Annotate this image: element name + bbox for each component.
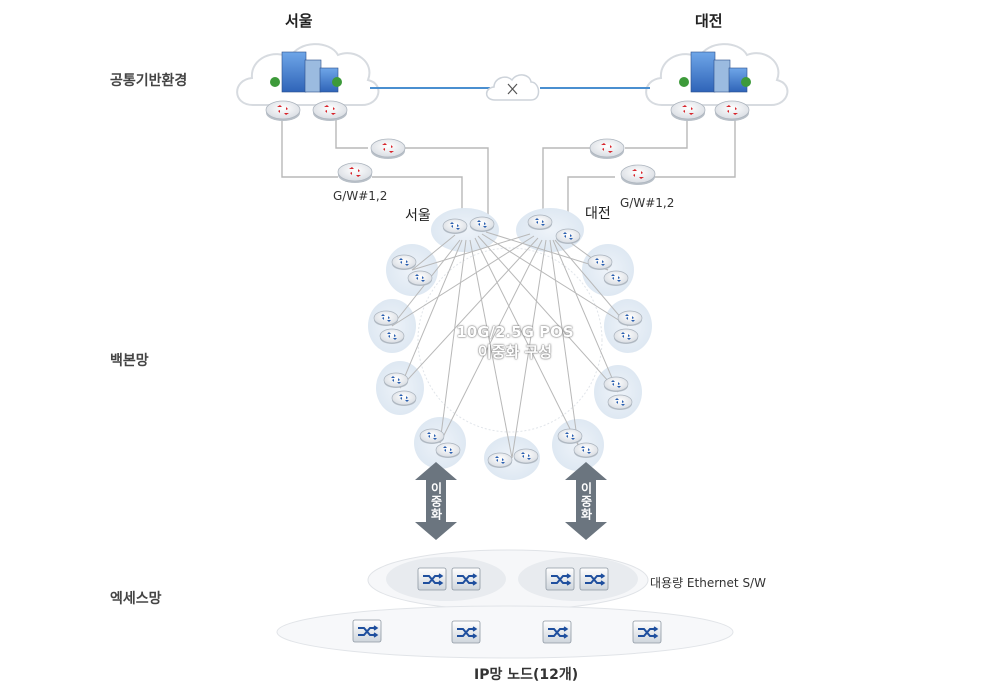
gateway-cabling: [281, 115, 736, 230]
redundancy-arrow-left: [415, 462, 457, 540]
top-city-daejeon: 대전: [695, 12, 723, 30]
router-icon: [573, 442, 599, 458]
redundancy-label-right: 이중화: [579, 482, 593, 521]
backbone-redundancy-spec: 이중화 구성: [477, 343, 553, 361]
switch-icon: [417, 567, 447, 591]
gateway-router-icon: [337, 162, 373, 184]
router-icon: [407, 270, 433, 286]
router-icon: [469, 216, 495, 232]
top-city-seoul: 서울: [285, 12, 313, 30]
router-icon: [391, 390, 417, 406]
ip-nodes-label: IP망 노드(12개): [474, 667, 579, 683]
ip-node-zone: [276, 605, 734, 659]
switch-icon: [579, 567, 609, 591]
router-icon: [714, 100, 750, 122]
router-icon: [607, 394, 633, 410]
router-icon: [373, 310, 399, 326]
router-icon: [557, 428, 583, 444]
router-icon: [603, 376, 629, 392]
switch-icon: [451, 567, 481, 591]
ip-node-switch-icon: [352, 619, 382, 643]
section-common: 공통기반환경: [110, 73, 188, 89]
router-icon: [442, 218, 468, 234]
section-backbone: 백본망: [110, 353, 149, 369]
router-icon: [435, 442, 461, 458]
redundancy-arrow-right: [565, 462, 607, 540]
router-icon: [312, 100, 348, 122]
gateway-label-right: G/W#1,2: [620, 196, 675, 210]
gateway-router-icon: [370, 138, 406, 160]
router-icon: [603, 270, 629, 286]
router-icon: [391, 254, 417, 270]
switch-icon: [545, 567, 575, 591]
building-icon-daejeon: [679, 51, 751, 93]
ip-node-switch-icon: [542, 620, 572, 644]
wan-cloud-icon: [485, 74, 540, 101]
router-icon: [513, 448, 539, 464]
router-icon: [383, 372, 409, 388]
gateway-router-icon: [589, 138, 625, 160]
section-access: 엑세스망: [110, 591, 162, 607]
gateway-router-icon: [620, 164, 656, 186]
ethernet-switch-label: 대용량 Ethernet S/W: [650, 576, 766, 590]
ip-node-switch-icon: [632, 620, 662, 644]
router-icon: [555, 228, 581, 244]
router-icon: [487, 452, 513, 468]
router-icon: [265, 100, 301, 122]
mesh-links: [391, 231, 629, 459]
router-icon: [670, 100, 706, 122]
router-icon: [613, 328, 639, 344]
redundancy-label-left: 이중화: [429, 482, 443, 521]
router-icon: [419, 428, 445, 444]
ip-node-switch-icon: [451, 620, 481, 644]
router-icon: [527, 214, 553, 230]
building-icon-seoul: [270, 51, 342, 93]
router-icon: [617, 310, 643, 326]
core-city-seoul: 서울: [405, 208, 431, 224]
backbone-link-spec: 10G/2.5G POS: [456, 323, 574, 341]
gateway-label-left: G/W#1,2: [333, 189, 388, 203]
router-icon: [587, 254, 613, 270]
backbone-ring: [417, 247, 603, 433]
core-city-daejeon: 대전: [585, 206, 611, 222]
backbone-routers: [373, 214, 643, 468]
backbone-center-label: 10G/2.5G POS 이중화 구성: [445, 322, 585, 362]
router-icon: [379, 328, 405, 344]
